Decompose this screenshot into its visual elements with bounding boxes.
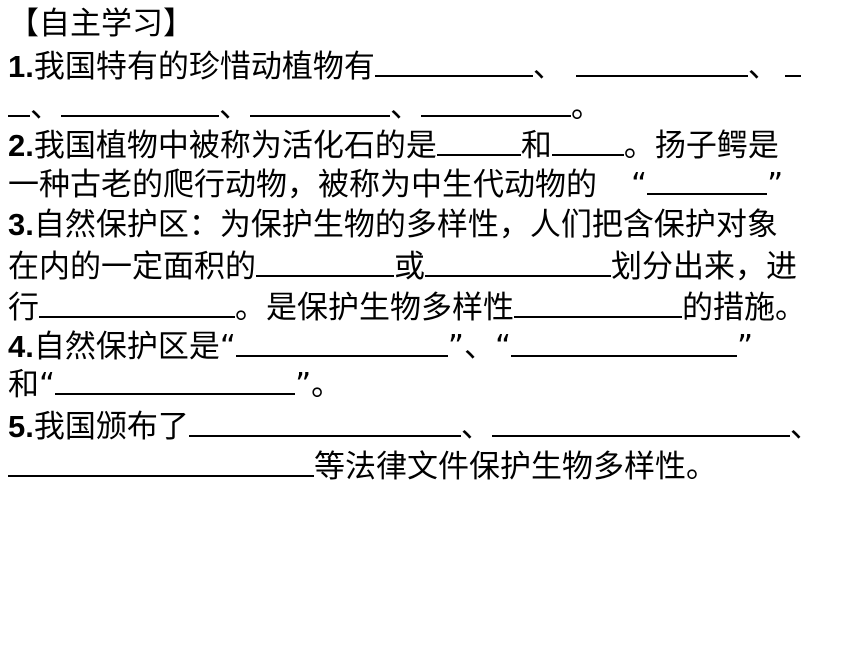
q1-blank-3-end[interactable] [8,85,30,117]
question-5-line-1: 5.我国颁布了 、 、 [8,405,821,449]
q1-separator: 、 [747,49,779,85]
question-3-line-3: 行 。是保护生物多样性 的措施。 [8,286,806,330]
q3-blank-4[interactable] [514,286,682,318]
section-heading: 【自主学习】 [8,2,194,46]
question-4-text-b: 和 [8,367,39,403]
q4-quote-close-1: ” [447,329,464,365]
question-4-line-1: 4.自然保护区是“”、“” [8,325,753,369]
q4-quote-close-3: ” [295,367,312,403]
q2-blank-2[interactable] [551,124,624,156]
question-3-text-f: 。是保护生物多样性 [235,290,514,326]
question-3-text-g: 的措施。 [682,290,806,326]
question-3-line-2: 在内的一定面积的 或 划分出来，进 [8,245,797,289]
q5-blank-3[interactable] [8,445,314,477]
question-3-number: 3. [8,207,34,242]
question-3-text-b: 在内的一定面积的 [8,249,256,285]
q4-end-punct: 。 [311,367,343,403]
q5-separator: 、 [460,409,492,445]
question-1-line-1: 1.我国特有的珍惜动植物有 、 、 [8,45,801,89]
question-3-text-d: 划分出来，进 [611,249,797,285]
q4-separator: 、 [463,329,495,365]
q1-separator: 、 [219,89,250,125]
question-4-number: 4. [8,329,34,364]
question-2-text-b: 和 [520,128,552,164]
question-2-text: 我国植物中被称为活化石的是 [33,128,437,164]
q1-blank-6[interactable] [421,85,571,117]
q1-blank-1[interactable] [374,45,533,77]
q4-quote-close-2: ” [737,329,754,365]
question-2-number: 2. [8,128,34,163]
q1-separator: 、 [390,89,421,125]
q5-separator: 、 [789,409,821,445]
q4-blank-2[interactable] [511,325,738,357]
q4-quote-open-3: “ [39,367,56,403]
question-4-line-2: 和“ ”。 [8,363,342,407]
q1-separator: 、 [532,49,564,85]
question-5-text-b: 等法律文件保护生物多样性。 [314,449,717,485]
question-1-number: 1. [8,49,34,84]
q1-blank-2[interactable] [575,45,748,77]
question-5-line-2: 等法律文件保护生物多样性。 [8,445,717,489]
q2-quote-close: ” [767,167,784,203]
question-2-line-2: 一种古老的爬行动物，被称为中生代动物的 “ ” [8,163,783,207]
q1-blank-3-start[interactable] [784,45,801,77]
q1-separator: 、 [30,89,61,125]
question-3-text-e: 行 [8,290,39,326]
q4-blank-3[interactable] [55,363,296,395]
q3-blank-2[interactable] [425,245,611,277]
question-2-text-c: 。扬子鳄是 [623,128,779,164]
q2-quote-open: “ [631,167,648,203]
q5-blank-2[interactable] [491,405,790,437]
q2-blank-1[interactable] [436,124,521,156]
question-3-text: 自然保护区：为保护生物的多样性，人们把含保护对象 [33,207,778,243]
question-1-text: 我国特有的珍惜动植物有 [33,49,375,85]
q4-quote-open-1: “ [219,329,236,365]
question-2-text-d: 一种古老的爬行动物，被称为中生代动物的 [8,167,597,203]
q3-blank-3[interactable] [39,286,235,318]
q2-blank-3[interactable] [647,163,768,195]
question-3-text-c: 或 [394,249,425,285]
q1-blank-5[interactable] [250,85,390,117]
q5-blank-1[interactable] [188,405,461,437]
q1-end-punct: 。 [571,89,602,125]
question-4-text: 自然保护区是 [33,329,220,365]
question-5-text: 我国颁布了 [33,409,189,445]
q4-blank-1[interactable] [235,325,448,357]
question-2-line-1: 2.我国植物中被称为活化石的是 和 。扬子鳄是 [8,124,779,168]
heading-text: 【自主学习】 [8,6,194,42]
question-5-number: 5. [8,409,34,444]
q4-quote-open-2: “ [494,329,512,365]
q1-blank-4[interactable] [61,85,219,117]
question-1-line-2: 、 、 、 。 [8,85,602,129]
q3-blank-1[interactable] [256,245,394,277]
question-3-line-1: 3.自然保护区：为保护生物的多样性，人们把含保护对象 [8,203,778,247]
